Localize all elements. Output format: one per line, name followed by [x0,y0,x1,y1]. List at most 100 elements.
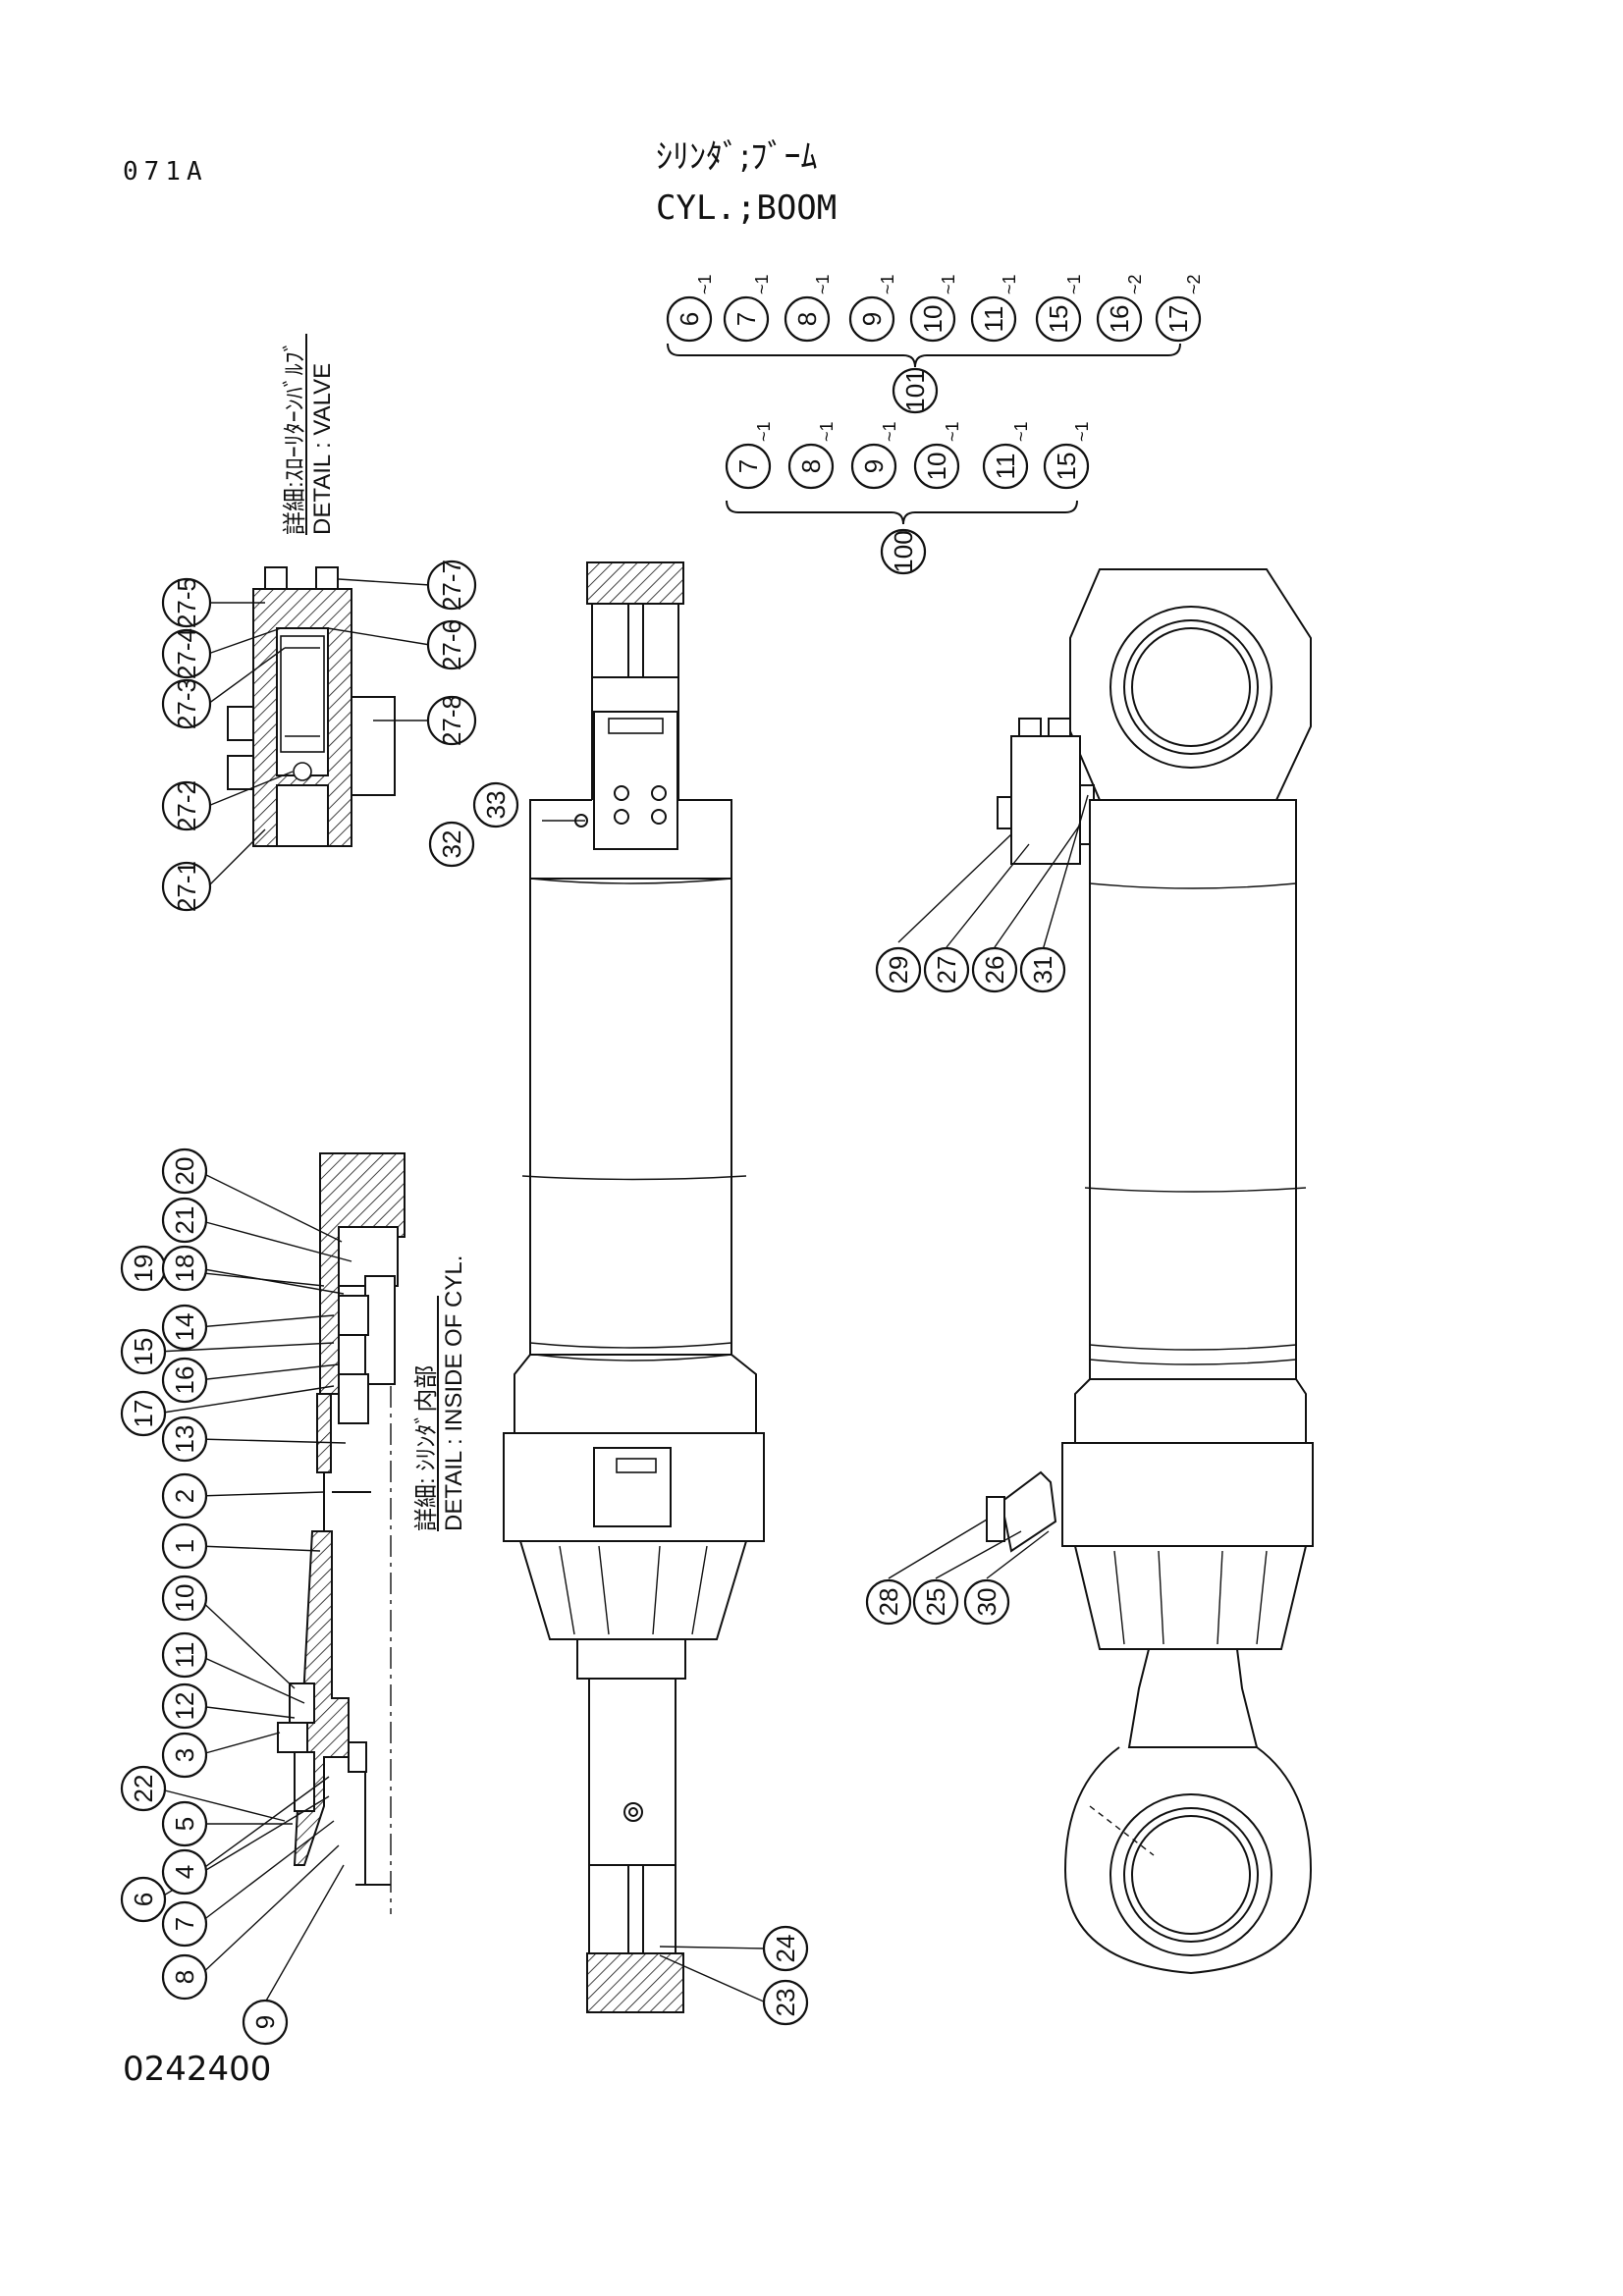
callout-balloon: 17 [120,1390,167,1437]
callout-balloon: 8 [787,443,835,490]
callout-balloon: 27 [923,946,970,993]
kit-100-group: 7~18~19~110~111~115~1 100 [725,421,1092,575]
quantity-suffix: ~1 [813,274,833,294]
callout-balloon: 19 [120,1245,167,1292]
title-english: CYL.;BOOM [656,188,838,228]
callout-number: 5 [170,1817,199,1831]
callout-balloon: 28 [865,1578,912,1626]
callout-number: 7 [731,312,761,326]
callout-number: 17 [129,1400,158,1428]
quantity-suffix: ~1 [878,274,897,294]
callout-balloon: 7 [725,443,772,490]
callout-number: 10 [170,1584,199,1613]
callout-number: 33 [481,791,511,820]
page-code: 071A [123,157,208,187]
callout-number: 13 [170,1425,199,1454]
quantity-suffix: ~1 [939,274,958,294]
callout-number: 11 [979,306,1008,333]
callout-balloon: 14 [161,1304,208,1351]
quantity-suffix: ~1 [880,421,899,442]
callout-balloon: 27-5 [161,577,212,628]
quantity-suffix: ~1 [817,421,837,442]
callout-number: 32 [437,830,466,859]
callout-number: 14 [170,1313,199,1342]
quantity-suffix: ~1 [1072,421,1092,442]
callout-number: 1 [170,1539,199,1553]
callout-number: 9 [859,459,889,473]
callout-balloon: 24 [762,1925,809,1972]
callout-number: 27-4 [172,628,201,679]
callout-balloon: 8 [784,295,831,343]
callout-number: 9 [250,2015,280,2029]
callout-balloon: 6 [666,295,713,343]
callout-balloon: 5 [161,1800,208,1847]
callout-balloon: 9 [850,443,897,490]
callout-balloon: 27-2 [161,780,212,831]
callout-number: 27-6 [437,619,466,670]
callout-number: 7 [733,459,763,473]
callout-number: 31 [1028,956,1057,985]
callout-balloon: 27-4 [161,628,212,679]
callout-number: 4 [170,1865,199,1879]
callout-number: 16 [170,1366,199,1395]
callout-balloon: 11 [161,1631,208,1679]
cylinder-top-view: 33 32 24 23 [428,561,809,2026]
callout-number: 9 [857,312,887,326]
callout-balloon: 7 [161,1900,208,1948]
callout-balloon: 17 [1155,295,1202,343]
callout-number: 19 [129,1255,158,1283]
inside-detail-label-jp: 詳細: ｼﾘﾝﾀﾞ内部 [413,1365,440,1531]
callout-number: 27-1 [172,861,201,912]
callout-number: 24 [771,1935,800,1963]
callout-number: 27-2 [172,780,201,831]
callout-balloon: 27-7 [426,560,477,611]
callout-balloon: 3 [161,1732,208,1779]
valve-detail: 詳細:ｽﾛｰﾘﾀｰﾝﾊﾞﾙﾌﾞ DETAIL : VALVE [161,334,477,912]
callout-number: 2 [170,1489,199,1503]
kit-101-balloon: 101 [892,367,939,414]
kit-100-balloon: 100 [880,528,927,575]
callout-balloon: 7 [723,295,770,343]
callout-balloon: 12 [161,1682,208,1730]
callout-number: 27-8 [437,695,466,746]
callout-number: 20 [170,1157,199,1186]
callout-balloon: 18 [161,1245,208,1292]
svg-text:101: 101 [900,369,930,411]
inside-detail: 詳細: ｼﾘﾝﾀﾞ内部 DETAIL : INSIDE OF CYL. [120,1148,467,2046]
callout-number: 29 [884,956,913,985]
callout-number: 6 [129,1893,158,1906]
callout-number: 8 [796,459,826,473]
valve-detail-label-en: DETAIL : VALVE [309,363,336,535]
callout-balloon: 32 [428,821,475,868]
callout-number: 11 [170,1642,199,1669]
quantity-suffix: ~2 [1184,274,1204,294]
callout-number: 27-5 [172,577,201,628]
callout-balloon: 16 [1096,295,1143,343]
valve-detail-label-jp: 詳細:ｽﾛｰﾘﾀｰﾝﾊﾞﾙﾌﾞ [282,340,308,535]
quantity-suffix: ~2 [1125,274,1145,294]
callout-number: 28 [874,1588,903,1617]
callout-number: 8 [170,1970,199,1984]
callout-number: 6 [675,312,704,326]
callout-number: 10 [922,453,951,481]
callout-balloon: 27-8 [426,695,477,746]
quantity-suffix: ~1 [943,421,962,442]
callout-balloon: 33 [472,781,519,828]
callout-balloon: 26 [971,946,1018,993]
callout-balloon: 10 [161,1575,208,1622]
quantity-suffix: ~1 [695,274,715,294]
inside-detail-label-en: DETAIL : INSIDE OF CYL. [441,1255,467,1531]
callout-balloon: 11 [982,443,1029,490]
callout-number: 26 [980,956,1009,985]
callout-number: 10 [918,305,947,334]
callout-balloon: 27-1 [161,861,212,912]
callout-balloon: 20 [161,1148,208,1195]
callout-balloon: 21 [161,1197,208,1244]
quantity-suffix: ~1 [1000,274,1019,294]
callout-balloon: 23 [762,1979,809,2026]
callout-balloon: 13 [161,1415,208,1463]
callout-number: 30 [972,1588,1001,1617]
